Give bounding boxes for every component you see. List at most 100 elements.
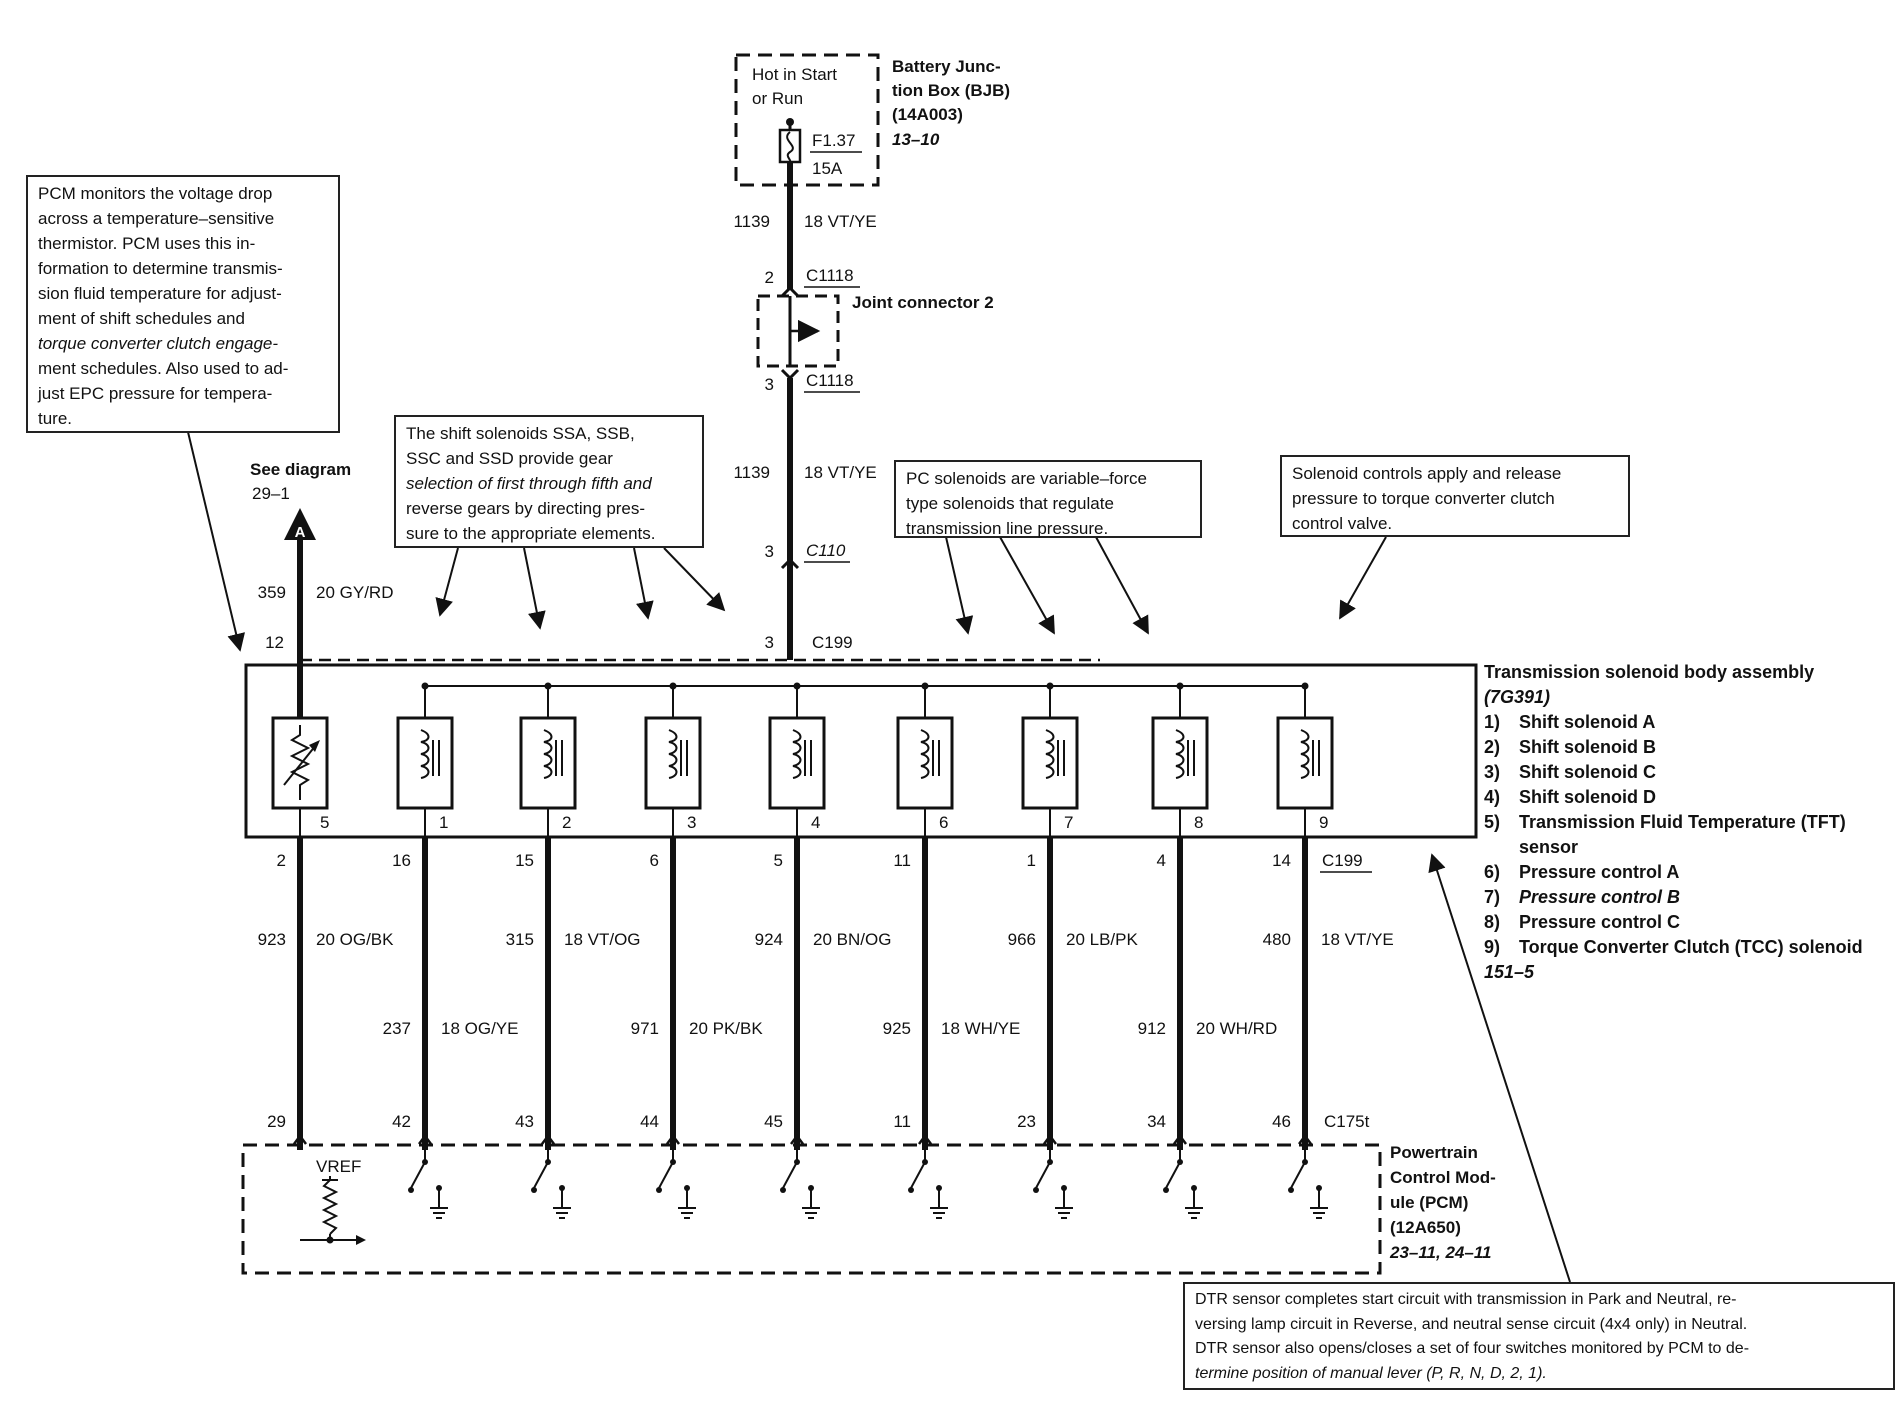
bjb-hot-line2: or Run — [752, 89, 803, 108]
wire-circuit: 971 — [631, 1019, 659, 1038]
pcm-chevron — [1043, 1133, 1057, 1145]
note-shift-line2: SSC and SSD provide gear — [406, 449, 613, 468]
callout-arrow-shift-1 — [435, 547, 459, 617]
c199-pin: 6 — [650, 851, 659, 870]
pcm-ref: 23–11, 24–11 — [1389, 1243, 1491, 1262]
pcm-chevron — [541, 1133, 555, 1145]
assembly-part: (7G391) — [1484, 687, 1551, 707]
pcm-name-line4: (12A650) — [1390, 1218, 1461, 1237]
bus-node — [793, 682, 801, 690]
c199-pin: 15 — [515, 851, 534, 870]
note-pcm-tft-line3: thermistor. PCM uses this in- — [38, 234, 256, 253]
note-shift-line5: sure to the appropriate elements. — [406, 524, 656, 543]
pcm-pin: 11 — [893, 1112, 911, 1131]
c199-feed-pin: 3 — [765, 633, 774, 652]
note-shift-line3: selection of first through fifth and — [406, 474, 652, 493]
pcm-name-line3: ule (PCM) — [1390, 1193, 1468, 1212]
bus-node — [921, 682, 929, 690]
pcm-chevron — [1298, 1133, 1312, 1145]
joint-connector-box — [756, 294, 840, 368]
bus-node — [669, 682, 677, 690]
see-diagram-line2: 29–1 — [252, 484, 290, 503]
assembly-ref: 151–5 — [1484, 962, 1535, 982]
note-shift-solenoids: The shift solenoids SSA, SSB, SSC and SS… — [394, 415, 704, 548]
callout-arrow-shift-2 — [523, 547, 546, 630]
wire-color: 18 VT/YE — [1321, 930, 1394, 949]
solenoid-number: 6 — [939, 813, 948, 832]
note-tcc-line2: pressure to torque converter clutch — [1292, 489, 1555, 508]
pcm-chevron — [1173, 1133, 1187, 1145]
assembly-item: 9)Torque Converter Clutch (TCC) solenoid — [1484, 935, 1902, 960]
pcm-chevron — [418, 1133, 432, 1145]
coil-icon — [543, 729, 553, 779]
wire-circuit: 966 — [1008, 930, 1036, 949]
note-pcm-tft-line7: torque converter clutch engage- — [38, 334, 279, 353]
wire-color: 18 VT/OG — [564, 930, 641, 949]
switch-blade — [658, 1161, 674, 1189]
assembly-item-number: 2) — [1484, 737, 1501, 757]
callout-arrow-pc-3 — [1095, 536, 1149, 635]
switch-contact — [408, 1187, 414, 1193]
ground-node — [1191, 1185, 1197, 1191]
solenoid-number: 8 — [1194, 813, 1203, 832]
wire-circuit: 480 — [1263, 930, 1291, 949]
callout-arrow-pc-2 — [999, 536, 1055, 635]
assembly-item: 2)Shift solenoid B — [1484, 735, 1902, 760]
thermistor-arrow-icon — [309, 740, 320, 752]
callout-arrow-tcc — [1339, 536, 1387, 620]
bus-node — [1301, 682, 1309, 690]
bjb-ref: 13–10 — [892, 130, 940, 149]
note-pc-line3: transmission line pressure. — [906, 519, 1109, 538]
pcm-chevron — [790, 1133, 804, 1145]
switch-contact — [1163, 1187, 1169, 1193]
wire-circuit: 923 — [258, 930, 286, 949]
bus-node — [421, 682, 429, 690]
switch-blade — [1035, 1161, 1051, 1189]
fuse-icon — [778, 128, 802, 164]
assembly-item-number: 9) — [1484, 937, 1501, 957]
bus-node — [544, 682, 552, 690]
bjb-name-line2: tion Box (BJB) — [892, 81, 1010, 100]
joint-bottom-chevron — [780, 368, 800, 381]
assembly-item-label: Pressure control A — [1519, 862, 1680, 882]
assembly-item: 8)Pressure control C — [1484, 910, 1902, 935]
joint-top-conn: C1118 — [806, 266, 854, 285]
assembly-title: Transmission solenoid body assembly — [1484, 662, 1815, 682]
assembly-item: 5)Transmission Fluid Temperature (TFT) — [1484, 810, 1902, 835]
assembly-item: 6)Pressure control A — [1484, 860, 1902, 885]
coil-icon — [1300, 729, 1310, 779]
assembly-item-number: 5) — [1484, 812, 1501, 832]
feed-circuit-lower: 1139 — [733, 463, 770, 482]
pcm-pin: 46 — [1272, 1112, 1291, 1131]
solenoid-number: 5 — [320, 813, 329, 832]
pcm-chevron — [293, 1133, 307, 1145]
pcm-pin: 42 — [392, 1112, 411, 1131]
connector-a-arrow-icon — [284, 508, 316, 540]
note-tcc-solenoid: Solenoid controls apply and release pres… — [1280, 455, 1630, 537]
solenoid-number: 4 — [811, 813, 820, 832]
note-dtr-line3: DTR sensor also opens/closes a set of fo… — [1195, 1340, 1750, 1357]
pcm-name-line1: Powertrain — [1390, 1143, 1478, 1162]
note-pcm-tft-line1: PCM monitors the voltage drop — [38, 184, 273, 203]
assembly-item-number: 7) — [1484, 887, 1501, 907]
pcm-chevron — [666, 1133, 680, 1145]
wire-color: 18 OG/YE — [441, 1019, 518, 1038]
assembly-item: sensor — [1484, 835, 1902, 860]
see-diagram-line1: See diagram — [250, 460, 351, 479]
assembly-item-number — [1484, 835, 1519, 860]
wire-circuit: 925 — [883, 1019, 911, 1038]
note-pcm-tft: PCM monitors the voltage drop across a t… — [26, 175, 340, 433]
note-shift-line4: reverse gears by directing pres- — [406, 499, 646, 518]
assembly-item-label: Shift solenoid C — [1519, 762, 1656, 782]
pcm-pin: 23 — [1017, 1112, 1036, 1131]
wire-circuit: 237 — [383, 1019, 411, 1038]
callout-arrow-shift-3 — [633, 547, 654, 620]
assembly-item-label: Pressure control B — [1519, 887, 1681, 907]
feed-color-lower: 18 VT/YE — [804, 463, 877, 482]
assembly-item-label: sensor — [1519, 837, 1579, 857]
wire-color: 20 LB/PK — [1066, 930, 1138, 949]
wire-color: 20 OG/BK — [316, 930, 394, 949]
bjb-dashed-box — [734, 53, 880, 187]
